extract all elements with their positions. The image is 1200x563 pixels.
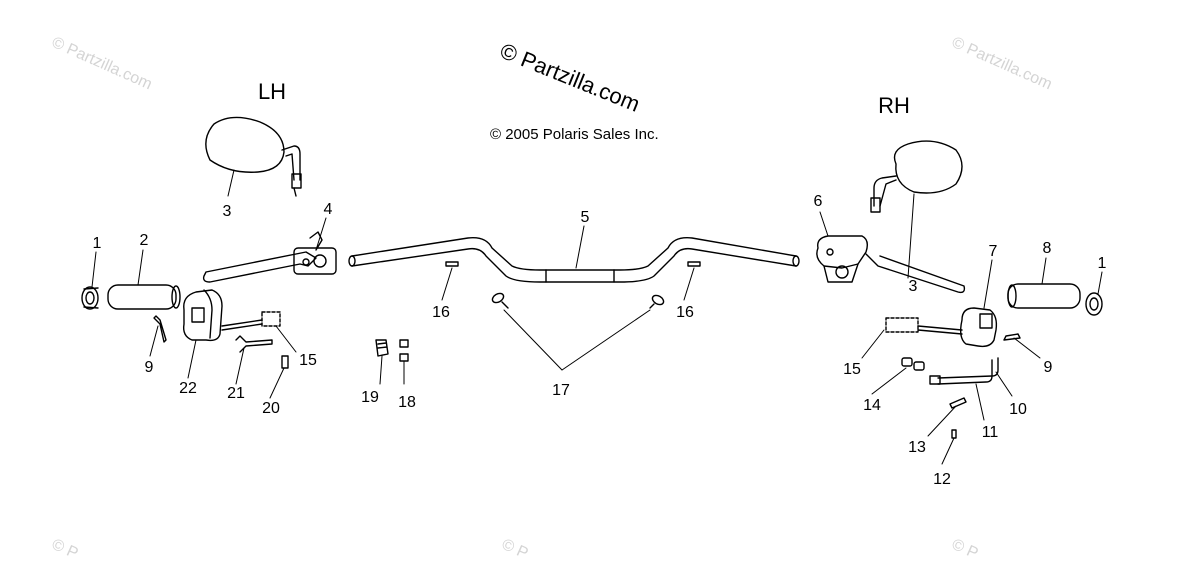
leader-lines xyxy=(91,169,1103,465)
screw-18a-part xyxy=(399,339,409,348)
right-screw-9-part xyxy=(1003,333,1021,341)
callout-18: 18 xyxy=(398,394,416,411)
callout-7: 7 xyxy=(988,243,998,260)
screw-16-right-part xyxy=(687,261,701,267)
callout-13: 13 xyxy=(908,439,926,456)
right-master-cylinder-part xyxy=(816,235,966,294)
callout-1-right: 1 xyxy=(1097,255,1107,272)
cable-tie-17-left-part xyxy=(491,292,509,309)
left-clip-20-part xyxy=(281,355,289,369)
copyright-text: © 2005 Polaris Sales Inc. xyxy=(490,126,659,143)
screw-19-part xyxy=(375,339,389,357)
callout-3-left: 3 xyxy=(222,203,232,220)
screw-18b-part xyxy=(399,353,409,362)
callout-19: 19 xyxy=(361,389,379,406)
callout-14: 14 xyxy=(863,397,881,414)
callout-8: 8 xyxy=(1042,240,1052,257)
callout-2: 2 xyxy=(139,232,149,249)
callout-5: 5 xyxy=(580,209,590,226)
cable-tie-17-right-part xyxy=(649,294,665,309)
right-bar-end-part xyxy=(1085,292,1103,316)
right-hand-label: RH xyxy=(878,93,910,118)
callout-16-right: 16 xyxy=(676,304,694,321)
callout-21: 21 xyxy=(227,385,245,402)
callout-17: 17 xyxy=(552,382,570,399)
callout-11: 11 xyxy=(981,424,999,441)
clip-13-part xyxy=(949,397,967,409)
left-hand-label: LH xyxy=(257,79,287,104)
left-screw-9-part xyxy=(153,315,167,343)
left-switch-housing-part xyxy=(182,289,281,342)
cap-14b-part xyxy=(913,361,925,371)
cap-14a-part xyxy=(901,357,913,367)
screw-16-left-part xyxy=(445,261,459,267)
right-switch-housing-part xyxy=(885,307,998,348)
callout-20: 20 xyxy=(262,400,280,417)
callout-9-right: 9 xyxy=(1043,359,1053,376)
left-bar-end-part xyxy=(81,286,99,310)
left-mirror-part xyxy=(205,116,302,197)
callout-3-right: 3 xyxy=(908,278,918,295)
callout-10: 10 xyxy=(1009,401,1027,418)
callout-4: 4 xyxy=(323,201,333,218)
callout-15-left: 15 xyxy=(299,352,317,369)
left-grip-part xyxy=(107,284,181,310)
callout-16-left: 16 xyxy=(432,304,450,321)
callout-9-left: 9 xyxy=(144,359,154,376)
pin-12-part xyxy=(951,429,957,439)
right-grip-part xyxy=(1007,283,1081,309)
callout-6: 6 xyxy=(813,193,823,210)
left-lever-part xyxy=(202,231,337,283)
handlebar-part xyxy=(348,237,800,283)
callout-1-left: 1 xyxy=(92,235,102,252)
callout-12: 12 xyxy=(933,471,951,488)
left-brake-switch-21-part xyxy=(235,335,273,353)
brake-line-10-11-part xyxy=(929,357,999,385)
callout-22: 22 xyxy=(179,380,197,397)
right-mirror-part xyxy=(870,140,963,213)
callout-15-right: 15 xyxy=(843,361,861,378)
